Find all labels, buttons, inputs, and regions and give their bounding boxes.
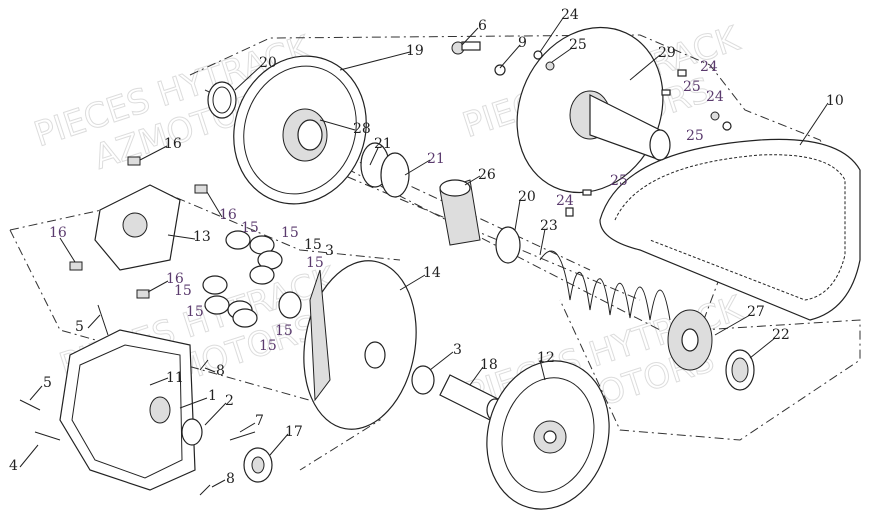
callout-5: 5 bbox=[75, 319, 84, 335]
callout-2: 2 bbox=[225, 393, 234, 409]
part-number-labels: 6 24 9 25 29 24 25 24 25 19 20 10 28 21 … bbox=[9, 7, 844, 487]
washer bbox=[278, 291, 302, 319]
callout-28: 28 bbox=[353, 121, 371, 137]
callout-25: 25 bbox=[686, 128, 704, 144]
callout-26: 26 bbox=[478, 167, 496, 183]
clips bbox=[69, 156, 208, 299]
callout-25: 25 bbox=[569, 37, 587, 53]
callout-4: 4 bbox=[9, 458, 18, 474]
bolts bbox=[19, 304, 256, 496]
callout-16: 16 bbox=[219, 207, 237, 223]
ramp-plate bbox=[94, 184, 181, 271]
fixed-sheave bbox=[207, 55, 367, 205]
callout-8: 8 bbox=[216, 363, 225, 379]
callout-3: 3 bbox=[325, 243, 334, 259]
callout-21: 21 bbox=[374, 136, 392, 152]
callout-24: 24 bbox=[700, 59, 718, 75]
callout-16: 16 bbox=[164, 136, 182, 152]
callout-15: 15 bbox=[281, 225, 299, 241]
callout-11: 11 bbox=[166, 370, 184, 386]
weight-rollers bbox=[202, 230, 283, 328]
callout-19: 19 bbox=[406, 43, 424, 59]
pins-and-rollers bbox=[451, 41, 732, 217]
callout-20: 20 bbox=[518, 189, 536, 205]
callout-20: 20 bbox=[259, 55, 277, 71]
seal bbox=[149, 396, 171, 424]
callout-15: 15 bbox=[241, 220, 259, 236]
spring bbox=[539, 250, 671, 321]
callout-24: 24 bbox=[706, 89, 724, 105]
variator bbox=[303, 260, 417, 430]
callout-15: 15 bbox=[275, 323, 293, 339]
callout-9: 9 bbox=[518, 35, 527, 51]
callout-21: 21 bbox=[427, 151, 445, 167]
callout-15: 15 bbox=[304, 237, 322, 253]
callout-24: 24 bbox=[556, 193, 574, 209]
callout-12: 12 bbox=[537, 350, 555, 366]
callout-24: 24 bbox=[561, 7, 579, 23]
callout-15: 15 bbox=[174, 283, 192, 299]
callout-25: 25 bbox=[610, 173, 628, 189]
callout-1: 1 bbox=[208, 388, 217, 404]
callout-15: 15 bbox=[259, 338, 277, 354]
driven-assembly-outline bbox=[189, 34, 861, 441]
callout-18: 18 bbox=[480, 357, 498, 373]
bearing bbox=[243, 447, 273, 483]
callout-17: 17 bbox=[285, 424, 303, 440]
washer bbox=[411, 365, 435, 395]
callout-6: 6 bbox=[478, 18, 487, 34]
washer bbox=[181, 418, 203, 446]
callout-29: 29 bbox=[658, 45, 676, 61]
callout-5: 5 bbox=[43, 375, 52, 391]
callout-7: 7 bbox=[255, 413, 264, 429]
callout-15: 15 bbox=[186, 304, 204, 320]
cvt-cover bbox=[59, 329, 196, 491]
callout-27: 27 bbox=[747, 304, 765, 320]
collar-sleeve bbox=[439, 179, 481, 246]
callout-8: 8 bbox=[226, 471, 235, 487]
callout-15: 15 bbox=[306, 255, 324, 271]
callout-13: 13 bbox=[193, 229, 211, 245]
callout-14: 14 bbox=[423, 265, 441, 281]
callout-3: 3 bbox=[453, 342, 462, 358]
drive-assembly-outline bbox=[9, 194, 401, 471]
callout-16: 16 bbox=[166, 271, 184, 287]
callout-25: 25 bbox=[683, 79, 701, 95]
callout-22: 22 bbox=[772, 327, 790, 343]
ring bbox=[495, 226, 521, 264]
o-ring bbox=[380, 152, 410, 198]
callout-16: 16 bbox=[49, 225, 67, 241]
drive-belt bbox=[599, 138, 861, 321]
fan-pulley bbox=[486, 360, 610, 510]
callout-10: 10 bbox=[826, 93, 844, 109]
callout-23: 23 bbox=[540, 218, 558, 234]
